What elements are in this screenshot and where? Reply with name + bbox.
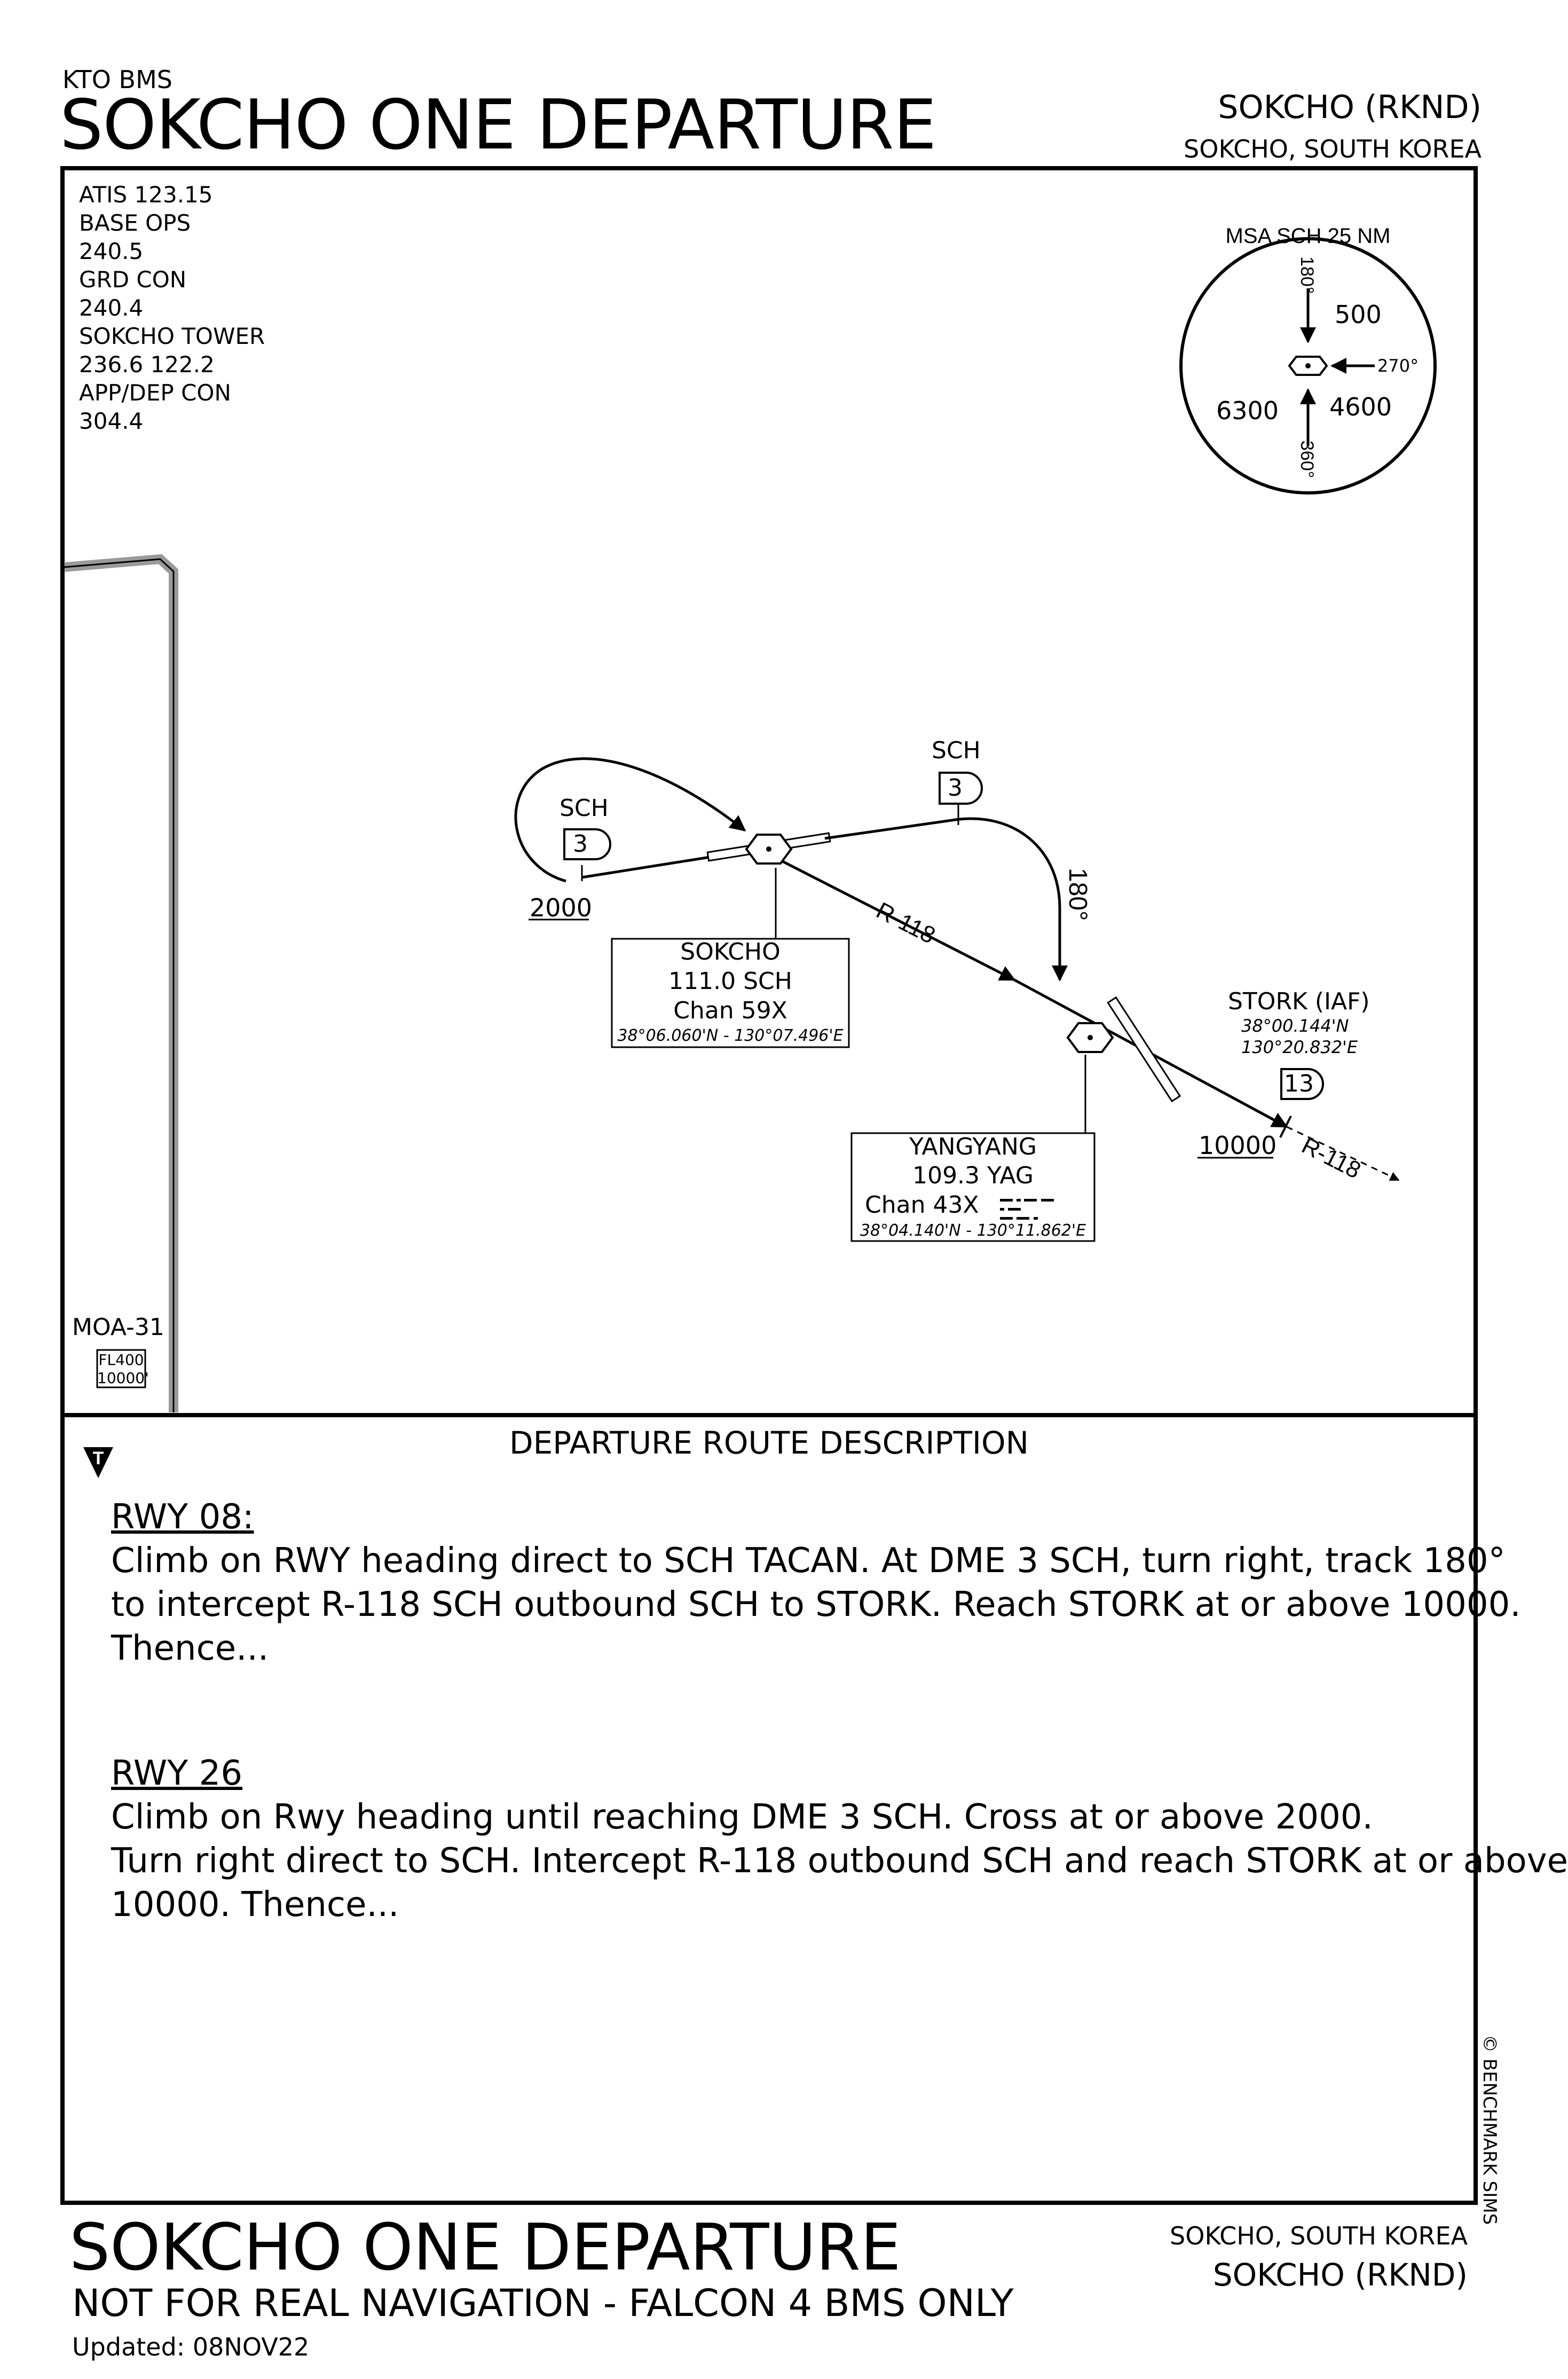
- radial-label-1: R-118: [872, 897, 939, 949]
- description-heading: DEPARTURE ROUTE DESCRIPTION: [509, 1425, 1029, 1461]
- rwy26-teardrop-path: [514, 757, 746, 883]
- radial-118-segment-1: [773, 855, 1016, 982]
- rwy26-line: 10000. Thence...: [111, 1885, 399, 1925]
- rwy08-line: Climb on RWY heading direct to SCH TACAN…: [111, 1541, 1506, 1581]
- moa-lower-limit: 10000': [97, 1369, 149, 1387]
- yangyang-name: YANGYANG: [909, 1133, 1037, 1160]
- sokcho-vortac-symbol: [745, 834, 793, 865]
- frequency-line: ATIS 123.15: [79, 182, 213, 208]
- plan-heading-label: 180°: [1063, 868, 1092, 921]
- runway-yangyang: [1107, 996, 1181, 1103]
- frequency-line: APP/DEP CON: [79, 380, 231, 406]
- stork-name: STORK (IAF): [1228, 988, 1370, 1015]
- moa-upper-limit: FL400: [98, 1351, 144, 1369]
- rwy08-line: to intercept R-118 SCH outbound SCH to S…: [111, 1585, 1521, 1624]
- frequency-line: BASE OPS: [79, 210, 191, 236]
- t-symbol-label: T: [93, 1448, 104, 1469]
- sokcho-coordinates: 38°06.060'N - 130°07.496'E: [617, 1026, 844, 1045]
- yangyang-channel: Chan 43X: [865, 1191, 979, 1219]
- stork-longitude: 130°20.832'E: [1241, 1037, 1358, 1057]
- yangyang-info-box: [850, 1132, 1096, 1242]
- sch-right-name: SCH: [932, 737, 981, 764]
- rwy26-section: RWY 26 Climb on Rwy heading until reachi…: [111, 1752, 1568, 1927]
- footer-title: SOKCHO ONE DEPARTURE: [69, 2211, 901, 2285]
- sch-right-dme: 3: [948, 774, 963, 802]
- stork-dme-box: [1280, 1068, 1324, 1100]
- msa-altitude-se: 4600: [1329, 392, 1392, 421]
- yangyang-vortac-symbol: [1066, 1022, 1114, 1053]
- takeoff-minimums-symbol: [83, 1447, 113, 1478]
- header-org: KTO BMS: [62, 65, 172, 94]
- yag-morse-code: [1000, 1199, 1054, 1220]
- rwy08-track: [824, 817, 1068, 982]
- frequency-line: 240.4: [79, 295, 144, 321]
- frequency-line: 236.6 122.2: [79, 351, 215, 378]
- chart-frame: [60, 166, 1478, 2205]
- moa-boundary-inner: [64, 558, 175, 1412]
- stork-altitude: 10000: [1199, 1131, 1277, 1160]
- msa-label: MSA SCH 25 NM: [1226, 224, 1391, 248]
- copyright: © BENCHMARK SIMS: [1479, 2035, 1500, 2225]
- sokcho-frequency: 111.0 SCH: [668, 968, 792, 995]
- yangyang-coordinates: 38°04.140'N - 130°11.862'E: [860, 1221, 1086, 1240]
- frequency-line: 240.5: [79, 238, 144, 264]
- moa-altitude-box: [96, 1349, 146, 1388]
- footer-location: SOKCHO, SOUTH KOREA: [1170, 2221, 1468, 2250]
- rwy26-line: Climb on Rwy heading until reaching DME …: [111, 1797, 1373, 1837]
- sch-left-altitude: 2000: [530, 893, 593, 922]
- radial-118-extension: [1286, 1126, 1400, 1181]
- frequency-line: GRD CON: [79, 266, 187, 293]
- sch-left-name: SCH: [560, 795, 609, 822]
- header-airport: SOKCHO (RKND): [1218, 89, 1482, 126]
- frequency-list: ATIS 123.15 BASE OPS 240.5 GRD CON 240.4…: [79, 180, 265, 435]
- sch-right-dme-box: [939, 772, 983, 805]
- sokcho-info-box: [611, 938, 850, 1048]
- rwy26-line: Turn right direct to SCH. Intercept R-11…: [111, 1841, 1568, 1881]
- footer-updated: Updated: 08NOV22: [72, 2333, 310, 2361]
- frequency-line: SOKCHO TOWER: [79, 323, 265, 349]
- frequency-line: 304.4: [79, 408, 144, 434]
- rwy08-title: RWY 08:: [111, 1497, 254, 1537]
- msa-circle: [1179, 237, 1437, 494]
- yangyang-frequency: 109.3 YAG: [912, 1162, 1034, 1189]
- stork-dme: 13: [1284, 1070, 1314, 1097]
- rwy08-section: RWY 08: Climb on RWY heading direct to S…: [111, 1495, 1521, 1670]
- moa-name: MOA-31: [72, 1314, 164, 1341]
- footer-disclaimer: NOT FOR REAL NAVIGATION - FALCON 4 BMS O…: [72, 2281, 1014, 2325]
- stork-latitude: 38°00.144'N: [1241, 1016, 1349, 1036]
- sch-left-dme: 3: [573, 830, 588, 858]
- sokcho-channel: Chan 59X: [673, 997, 787, 1024]
- radial-label-2: R-118: [1297, 1132, 1365, 1184]
- header-location: SOKCHO, SOUTH KOREA: [1184, 135, 1482, 163]
- rwy26-title: RWY 26: [111, 1754, 243, 1793]
- sch-left-dme-box: [563, 828, 611, 860]
- msa-altitude-w: 6300: [1216, 396, 1279, 425]
- msa-bearing-bottom: 360°: [1297, 441, 1317, 478]
- page-title: SOKCHO ONE DEPARTURE: [60, 85, 936, 165]
- msa-bearing-right: 270°: [1377, 356, 1419, 376]
- stork-fix-tick: [1279, 1116, 1292, 1138]
- msa-bearing-top: 180°: [1297, 256, 1317, 294]
- msa-center-symbol: [1288, 356, 1328, 376]
- rwy08-line: Thence...: [111, 1629, 269, 1668]
- moa-boundary: [64, 554, 178, 1412]
- rwy26-track: [581, 855, 711, 879]
- footer-airport: SOKCHO (RKND): [1212, 2257, 1468, 2293]
- sokcho-name: SOKCHO: [680, 938, 781, 965]
- msa-altitude-ne: 500: [1335, 300, 1382, 329]
